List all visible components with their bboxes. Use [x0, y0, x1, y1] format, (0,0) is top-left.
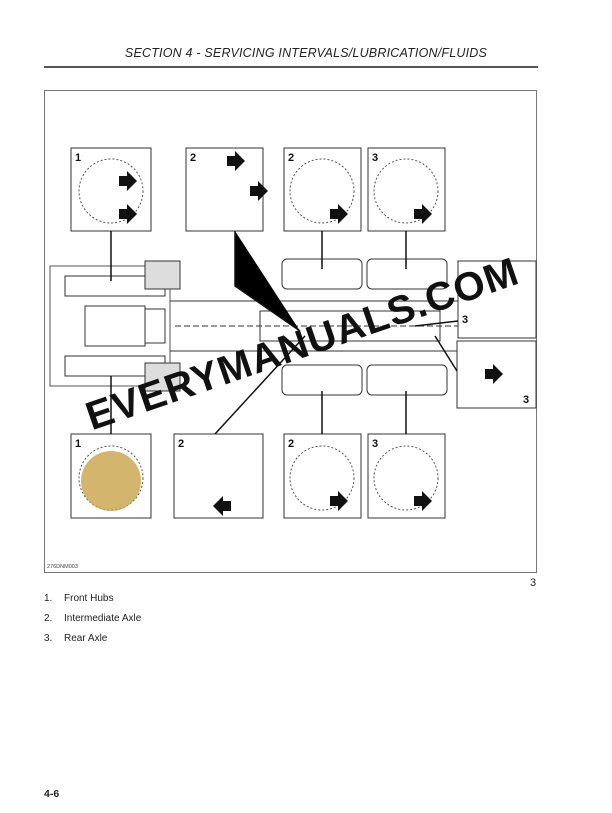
callout-3-top: 3 — [372, 152, 378, 164]
callout-3-bottom: 3 — [372, 438, 378, 450]
figure-code: 276DNM003 — [47, 564, 78, 570]
lubrication-diagram: 1 2 2 3 1 2 2 3 3 3 276DNM003 — [44, 90, 537, 573]
callout-2-bottom-b: 2 — [288, 438, 294, 450]
legend-text: Front Hubs — [64, 593, 114, 604]
header-rule — [44, 66, 538, 68]
callout-2-top-a: 2 — [190, 152, 196, 164]
legend-num: 1. — [44, 593, 53, 604]
legend-item: 2. Intermediate Axle — [44, 613, 141, 633]
legend-item: 1. Front Hubs — [44, 593, 141, 613]
figure-legend: 1. Front Hubs 2. Intermediate Axle 3. Rear … — [44, 593, 141, 653]
legend-text: Rear Axle — [64, 633, 108, 644]
callout-2-top-b: 2 — [288, 152, 294, 164]
callout-3-right-a: 3 — [462, 314, 468, 326]
page-number: 4-6 — [44, 788, 60, 800]
callout-1-bottom: 1 — [75, 438, 81, 450]
figure-number: 3 — [530, 577, 537, 589]
section-header: SECTION 4 - SERVICING INTERVALS/LUBRICAT… — [124, 46, 488, 60]
callout-2-bottom-a: 2 — [178, 438, 184, 450]
legend-num: 2. — [44, 613, 53, 624]
legend-num: 3. — [44, 633, 53, 644]
legend-text: Intermediate Axle — [64, 613, 142, 624]
chassis-illustration: 1 2 2 3 1 2 2 3 3 3 — [49, 147, 537, 519]
legend-item: 3. Rear Axle — [44, 633, 141, 653]
callout-1-top: 1 — [75, 152, 81, 164]
callout-3-right-b: 3 — [523, 394, 529, 406]
